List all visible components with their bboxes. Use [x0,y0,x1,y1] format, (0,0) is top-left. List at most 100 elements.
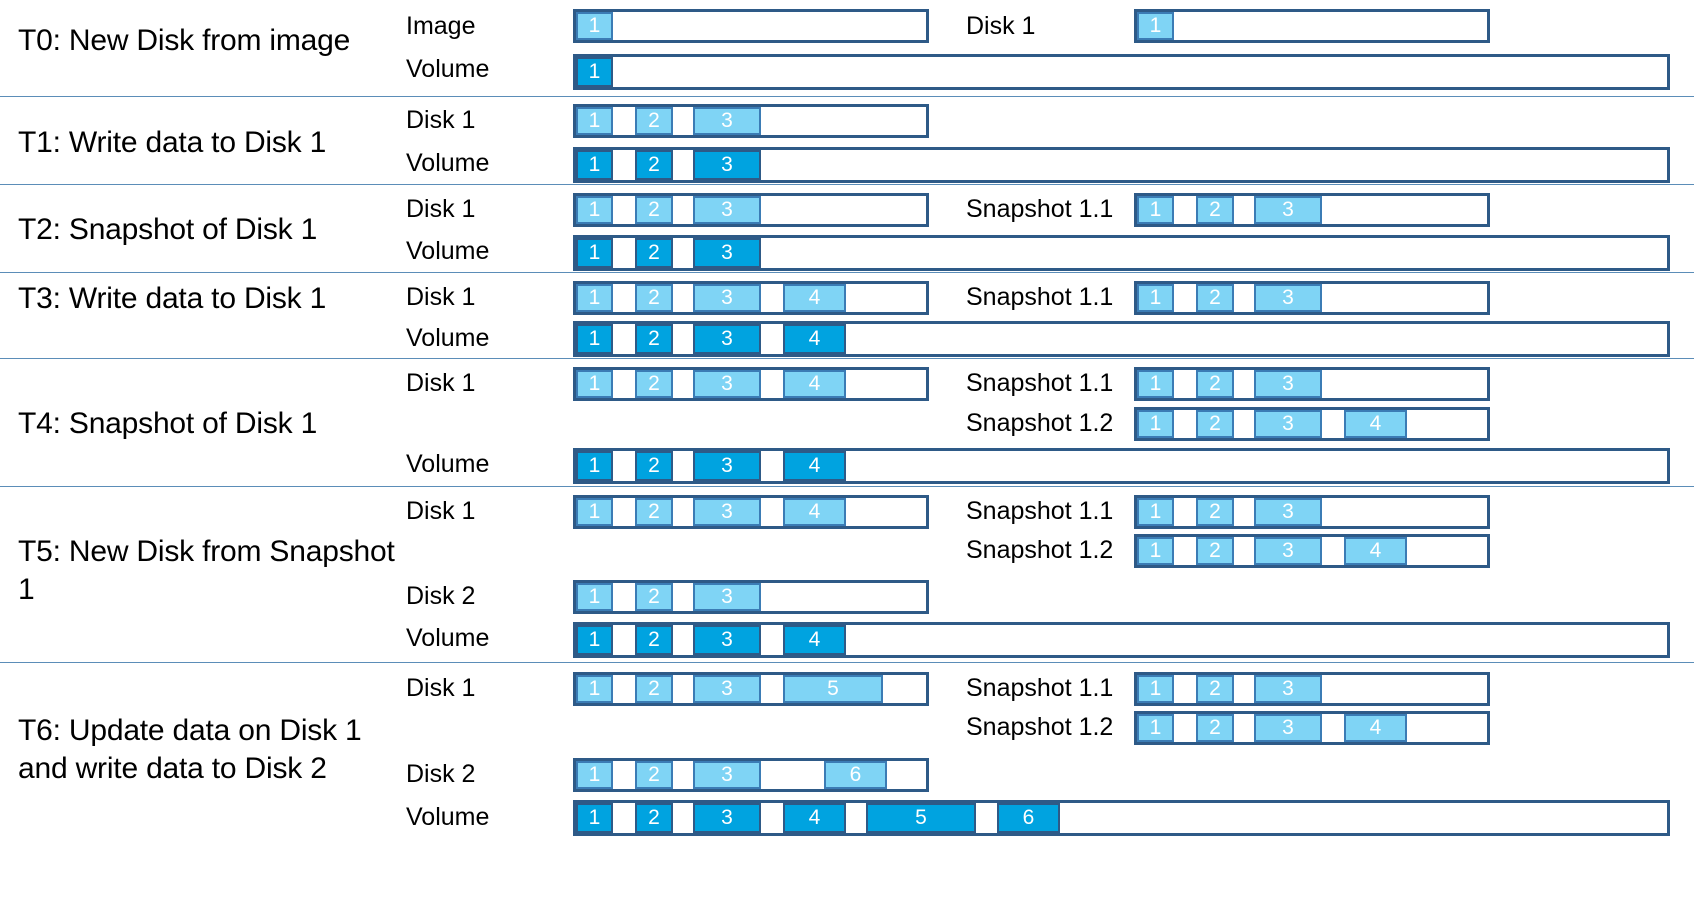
data-block-6: 6 [824,761,887,789]
data-block-3: 3 [1254,370,1322,398]
data-block-1: 1 [1137,714,1174,742]
bar-label-t1-volume: Volume [406,149,490,177]
data-block-1: 1 [576,761,613,789]
bar-label-t6-volume: Volume [406,803,490,831]
bar-label-t1-disk-1: Disk 1 [406,106,476,134]
data-block-1: 1 [576,451,613,481]
data-block-3: 3 [693,196,761,224]
data-block-2: 2 [635,451,673,481]
data-block-1: 1 [576,150,613,180]
data-block-1: 1 [576,583,613,611]
data-block-1: 1 [576,57,613,87]
data-block-2: 2 [1196,714,1234,742]
data-block-3: 3 [693,150,761,180]
data-block-3: 3 [693,451,761,481]
data-block-1: 1 [576,625,613,655]
row-separator-t1 [0,96,1694,97]
data-block-2: 2 [1196,498,1234,526]
data-block-2: 2 [635,196,673,224]
data-block-3: 3 [1254,537,1322,565]
data-block-2: 2 [1196,675,1234,703]
data-block-3: 3 [1254,196,1322,224]
data-block-2: 2 [1196,370,1234,398]
time-step-title-t4: T4: Snapshot of Disk 1 [18,407,318,440]
data-block-3: 3 [693,370,761,398]
data-block-2: 2 [635,803,673,833]
data-block-1: 1 [576,324,613,354]
data-block-3: 3 [693,803,761,833]
data-block-1: 1 [576,107,613,135]
data-block-3: 3 [693,284,761,312]
data-block-1: 1 [1137,12,1174,40]
bar-label-t2-disk-1: Disk 1 [406,195,476,223]
bar-label-t3-snapshot-1-1: Snapshot 1.1 [966,283,1114,311]
bar-label-t6-snapshot-1-1: Snapshot 1.1 [966,674,1114,702]
row-separator-t3 [0,272,1694,273]
bar-label-t5-disk-2: Disk 2 [406,582,476,610]
data-block-1: 1 [1137,370,1174,398]
row-separator-t2 [0,184,1694,185]
bar-label-t2-snapshot-1-1: Snapshot 1.1 [966,195,1114,223]
bar-label-t0-image: Image [406,12,476,40]
data-block-1: 1 [1137,498,1174,526]
bar-label-t4-snapshot-1-2: Snapshot 1.2 [966,409,1114,437]
data-block-3: 3 [693,238,761,268]
data-block-3: 3 [693,583,761,611]
data-block-3: 3 [1254,284,1322,312]
data-block-6: 6 [997,803,1060,833]
row-separator-t6 [0,662,1694,663]
data-block-1: 1 [576,284,613,312]
data-block-1: 1 [1137,196,1174,224]
data-block-4: 4 [783,803,846,833]
data-block-3: 3 [1254,714,1322,742]
bar-label-t4-disk-1: Disk 1 [406,369,476,397]
data-block-1: 1 [576,675,613,703]
time-step-title-t0: T0: New Disk from image [18,24,351,57]
data-block-2: 2 [635,324,673,354]
data-block-3: 3 [693,107,761,135]
data-block-2: 2 [1196,196,1234,224]
data-block-2: 2 [635,675,673,703]
bar-label-t0-disk-1: Disk 1 [966,12,1036,40]
data-block-3: 3 [1254,498,1322,526]
bar-label-t5-volume: Volume [406,624,490,652]
data-block-4: 4 [1344,410,1407,438]
data-block-2: 2 [635,583,673,611]
data-block-2: 2 [1196,284,1234,312]
data-block-4: 4 [783,451,846,481]
data-block-1: 1 [576,498,613,526]
data-block-4: 4 [1344,537,1407,565]
data-block-2: 2 [635,150,673,180]
bar-label-t5-disk-1: Disk 1 [406,497,476,525]
row-separator-t4 [0,358,1694,359]
bar-label-t2-volume: Volume [406,237,490,265]
data-block-5: 5 [866,803,976,833]
bar-label-t3-volume: Volume [406,324,490,352]
row-separator-t5 [0,486,1694,487]
data-block-2: 2 [635,284,673,312]
data-block-1: 1 [576,12,613,40]
bar-label-t0-volume: Volume [406,55,490,83]
bar-label-t5-snapshot-1-1: Snapshot 1.1 [966,497,1114,525]
data-block-1: 1 [1137,537,1174,565]
data-block-5: 5 [783,675,883,703]
data-block-2: 2 [635,107,673,135]
storage-bar-t0-image: 1 [573,9,929,43]
time-step-title-t5: T5: New Disk from Snapshot 1 [18,535,395,607]
